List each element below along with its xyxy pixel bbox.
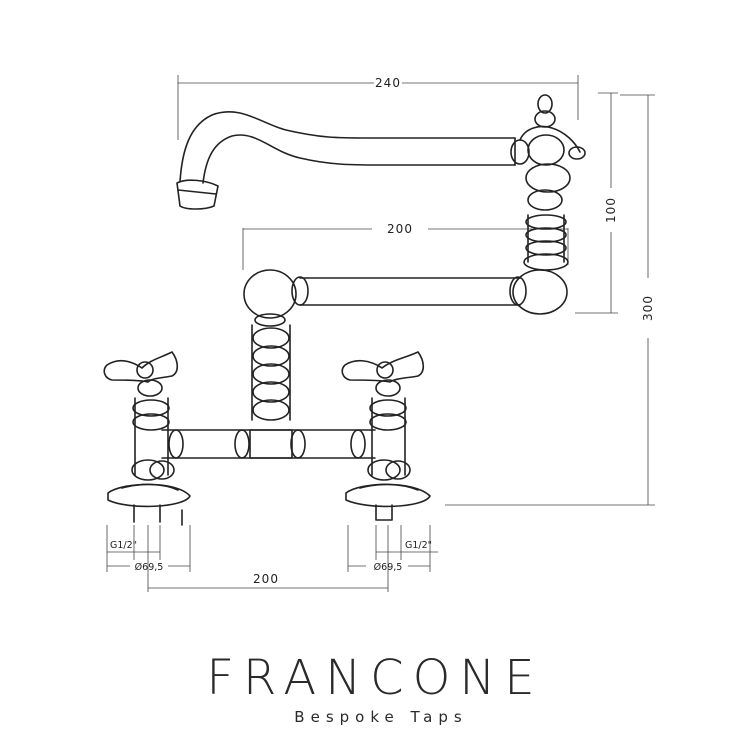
dim-base-spacing: 200	[253, 572, 279, 586]
left-pillar	[103, 351, 191, 526]
dim-total-width: 240	[375, 76, 401, 90]
brand-tagline: Bespoke Taps	[294, 708, 468, 726]
bridge	[161, 429, 376, 459]
dim-thread-left: G1/2"	[110, 540, 137, 551]
swivel-arm	[243, 269, 568, 327]
dim-arm-width: 200	[387, 222, 413, 236]
dim-flange-left: Ø69,5	[135, 562, 164, 573]
dim-thread-right: G1/2"	[405, 540, 432, 551]
right-pillar	[341, 351, 431, 521]
dimension-lines	[106, 75, 655, 592]
spout	[176, 110, 516, 210]
top-valve	[510, 94, 586, 271]
dim-total-height: 300	[641, 295, 655, 321]
central-riser	[251, 324, 291, 421]
brand-name: FRANCONE	[206, 650, 544, 706]
dim-handle-height: 100	[604, 197, 618, 223]
dim-flange-right: Ø69,5	[374, 562, 403, 573]
